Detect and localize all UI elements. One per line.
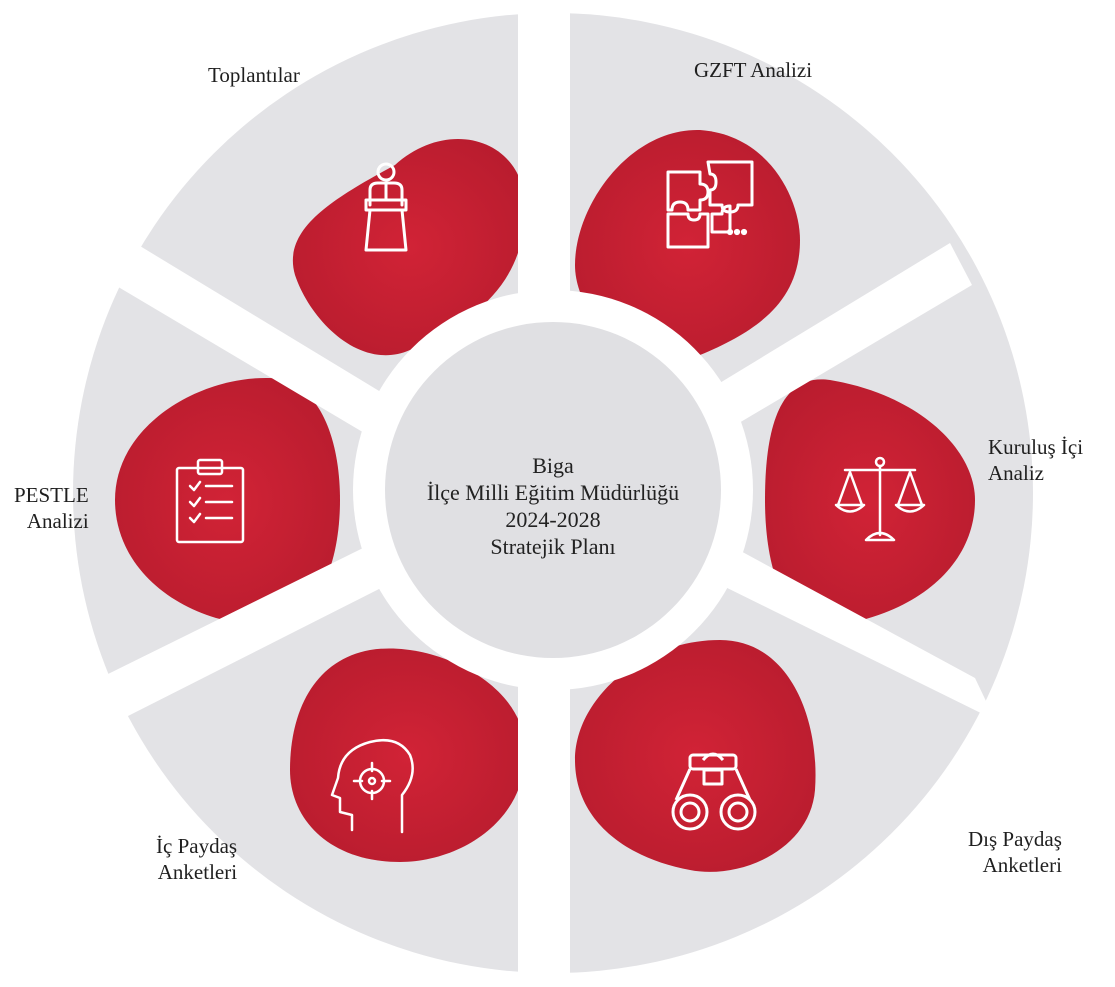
clipboard-checklist-icon [175,458,245,544]
label-toplantilar: Toplantılar [208,63,300,87]
petal-gzft [575,129,800,361]
binoculars-icon [671,752,757,831]
center-line-3: 2024-2028 [505,507,601,532]
label-ic-paydas: İç Paydaş Anketleri [156,834,238,884]
puzzle-icon [666,160,754,249]
center-disk [385,322,721,658]
center-line-2: İlçe Milli Eğitim Müdürlüğü [426,480,680,505]
presenter-icon [364,162,408,252]
label-dis-paydas: Dış Paydaş Anketleri [968,827,1062,877]
center-line-4: Stratejik Planı [490,534,616,559]
center-line-1: Biga [532,453,574,478]
petal-ic-paydas [290,648,526,862]
petal-toplantilar [292,138,526,356]
label-gzft: GZFT Analizi [694,58,813,82]
label-kurulus: Kuruluş İçi Analiz [988,435,1084,485]
scale-icon [834,456,926,542]
center-title: Biga İlçe Milli Eğitim Müdürlüğü 2024-20… [388,452,718,560]
label-pestle: PESTLE Analizi [14,483,89,533]
petal-kurulus [765,379,975,626]
head-target-icon [330,738,414,834]
